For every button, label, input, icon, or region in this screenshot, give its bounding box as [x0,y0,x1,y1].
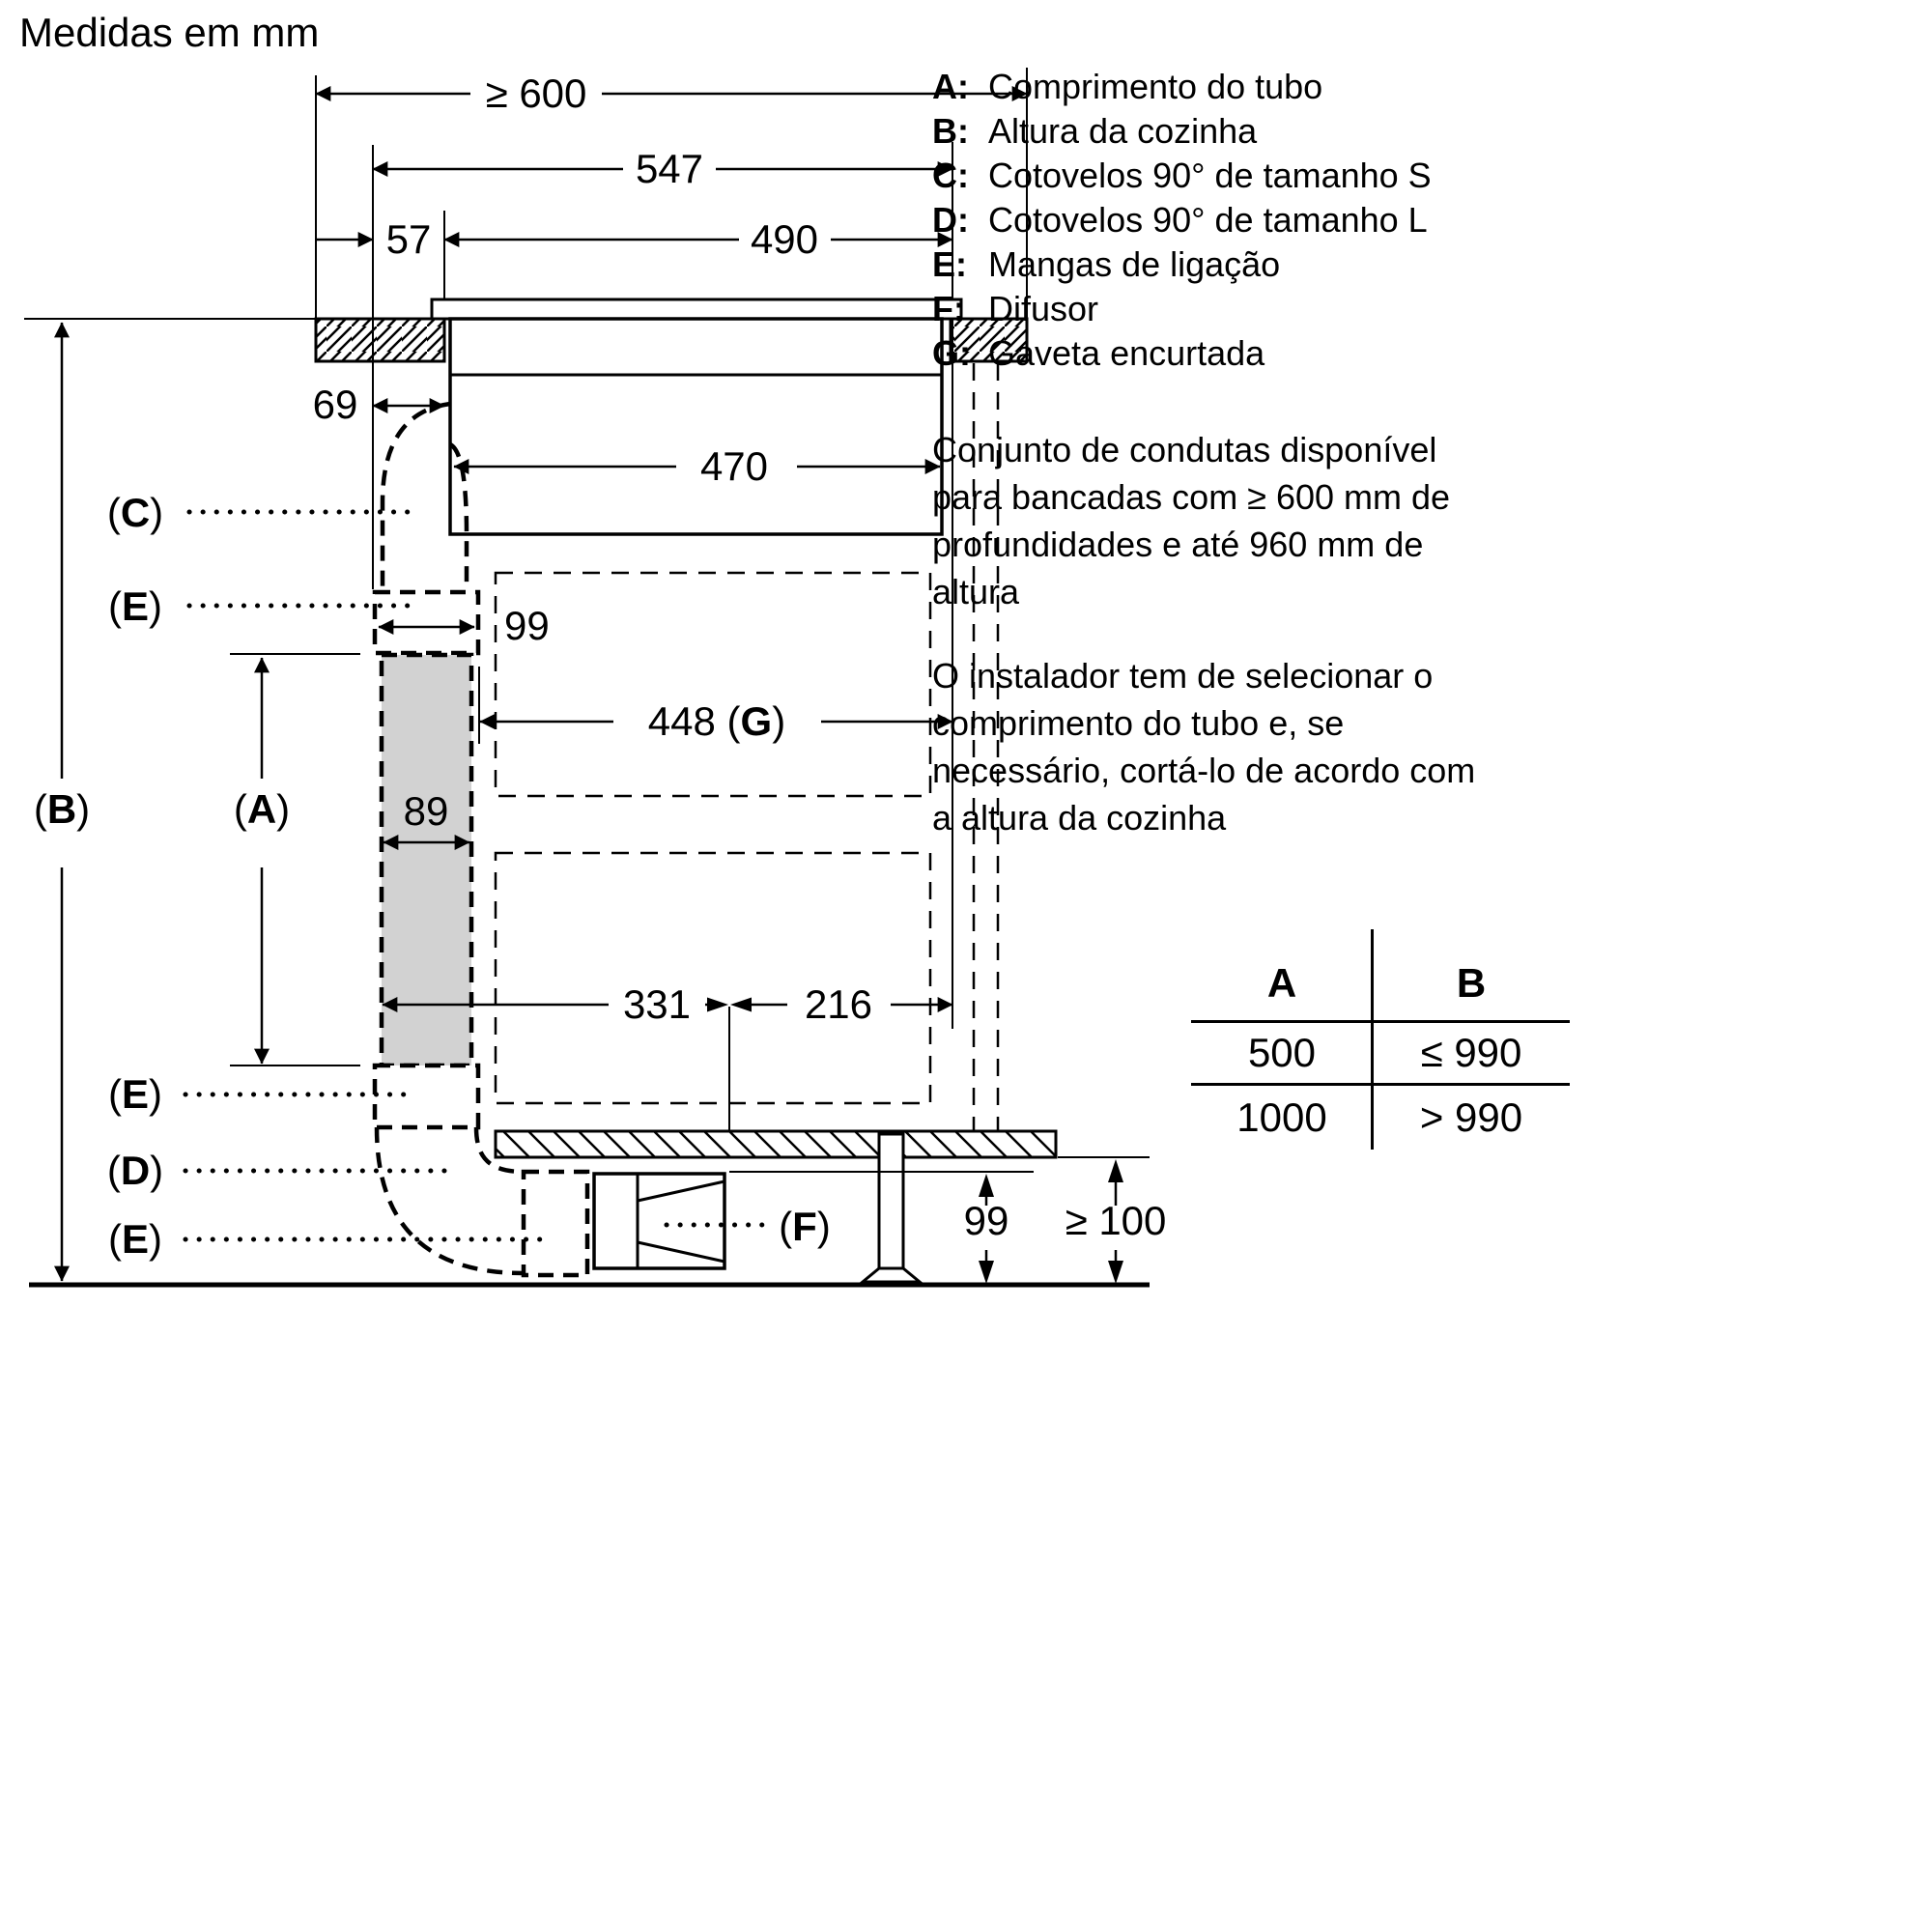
tube-length-table: A B 500 ≤ 990 1000 > 990 [1191,923,1570,1150]
svg-text:99: 99 [964,1198,1009,1243]
cabinet-leg [858,1132,924,1284]
note-duct-set: Conjunto de condutas disponível para ban… [932,430,1451,611]
legend-item-a: A:Comprimento do tubo [932,67,1323,106]
table-header-b: B [1456,960,1487,1006]
cabinet-base-panel [494,1129,1058,1159]
dim-body-depth: 470 [453,443,941,489]
dim-rear-depth: 331 [382,981,728,1027]
dim-plinth-height: ≥ 100 [1058,1156,1167,1284]
legend-item-b: B:Altura da cozinha [932,111,1258,151]
elbow-90-size-l [374,1126,525,1276]
dim-front-depth: 216 [728,981,953,1131]
dim-tube-width: 89 [383,788,470,851]
hob-glass [430,298,963,321]
elbow-90-size-s [380,401,469,590]
dim-diffuser-height: 99 [729,1171,1034,1284]
dim-cutout-depth: 490 [443,216,953,262]
label-sleeve-top: (E) [108,583,162,629]
label-sleeve-bottom: (E) [108,1216,162,1262]
connection-sleeve-top [372,589,481,656]
label-sleeve-middle: (E) [108,1071,162,1117]
table-divider [1371,929,1374,1150]
dim-tube-length-A: (A) [230,653,360,1066]
shortened-drawer-outline [494,571,932,798]
hob-body [448,317,944,536]
label-elbow-s: (C) [107,490,163,535]
svg-text:490: 490 [751,216,818,262]
dim-drawer-depth: 448 (G) [478,667,953,744]
svg-text:448 (G): 448 (G) [648,698,785,744]
svg-text:(A): (A) [234,786,290,832]
svg-text:470: 470 [700,443,768,489]
dim-worktop-depth: ≥ 600 [315,71,1028,116]
dim-kitchen-height-B: (B) [34,322,90,1282]
label-elbow-l: (D) [107,1148,163,1193]
svg-text:89: 89 [404,788,449,834]
dim-front-clearance: 57 [316,216,431,262]
table-header-row: A B [1191,923,1570,1023]
legend-item-e: E:Mangas de ligação [932,244,1281,284]
legend: A:Comprimento do tubo B:Altura da cozinh… [932,65,1432,376]
label-diffuser: (F) [779,1204,831,1249]
svg-text:(B): (B) [34,786,90,832]
connection-sleeve-middle [372,1063,481,1130]
legend-item-g: G:Gaveta encurtada [932,333,1265,373]
svg-text:≥ 600: ≥ 600 [486,71,587,116]
connection-sleeve-bottom [521,1169,590,1278]
worktop-section-rear [949,317,1029,363]
legend-item-c: C:Cotovelos 90° de tamanho S [932,156,1432,195]
page-title: Medidas em mm [19,10,320,55]
cabinet-zone-outline [494,851,932,1105]
worktop-section-front [314,317,446,363]
leader-lines [183,509,766,1242]
legend-item-f: F:Difusor [932,289,1099,328]
svg-text:≥ 100: ≥ 100 [1065,1198,1167,1243]
dim-front-overhang: 69 [313,382,445,427]
note-installer: O instalador tem de selecionar o comprim… [932,656,1476,838]
svg-text:57: 57 [386,216,432,262]
table-row: 500 ≤ 990 [1191,1023,1570,1086]
diffuser [592,1172,726,1270]
legend-item-d: D:Cotovelos 90° de tamanho L [932,200,1428,240]
svg-text:216: 216 [805,981,872,1027]
dim-hob-depth: 547 [372,146,953,191]
table-header-a: A [1266,960,1297,1006]
svg-text:69: 69 [313,382,358,427]
table-row: 1000 > 990 [1236,1094,1523,1140]
dim-sleeve-width: 99 [504,603,550,648]
svg-text:99: 99 [504,603,550,648]
svg-text:547: 547 [636,146,703,191]
svg-text:331: 331 [623,981,691,1027]
